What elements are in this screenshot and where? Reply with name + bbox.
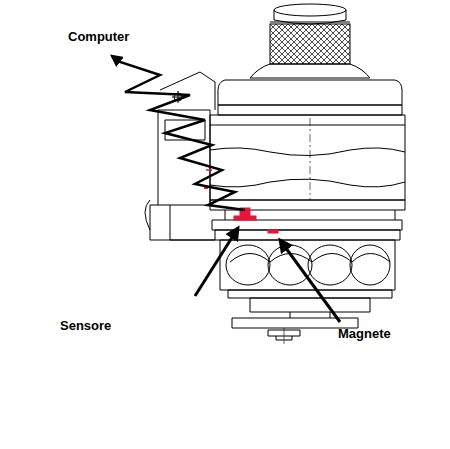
part-label: Computer — [68, 30, 129, 43]
part-label: Magnete — [338, 327, 391, 340]
signal-wire — [112, 56, 245, 210]
part-label: Sensore — [60, 319, 111, 332]
leader-line — [195, 228, 238, 296]
leader-line — [280, 240, 340, 322]
